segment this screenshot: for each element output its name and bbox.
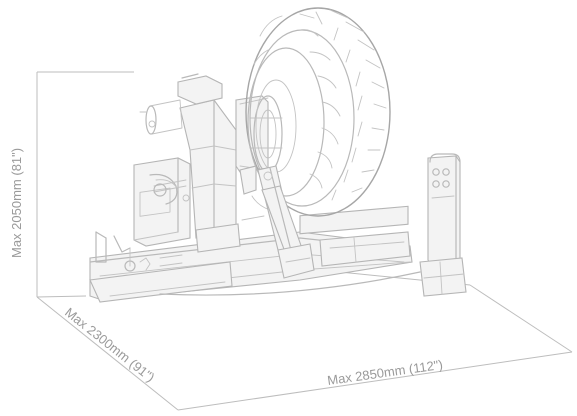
width-label: Max 2850mm (112") xyxy=(326,357,443,388)
tyre-changer-illustration xyxy=(89,7,467,303)
depth-dimension-line xyxy=(36,296,179,411)
machine-column xyxy=(139,73,265,253)
control-knob-1 xyxy=(432,168,440,176)
rail-right-end xyxy=(319,231,411,267)
hydraulic-cabinet xyxy=(133,157,191,247)
tyre xyxy=(245,7,391,217)
width-dimension-line xyxy=(177,351,573,411)
depth-label: Max 2300mm (91") xyxy=(62,305,157,385)
control-knob-2 xyxy=(442,168,450,176)
tool-arm xyxy=(257,165,315,279)
height-label: Max 2050mm (81") xyxy=(9,148,24,258)
control-pedestal xyxy=(419,153,467,297)
footprint-back-edge xyxy=(36,295,87,298)
control-knob-4 xyxy=(442,180,450,188)
footprint-right-edge xyxy=(469,284,573,353)
control-knob-3 xyxy=(432,180,440,188)
